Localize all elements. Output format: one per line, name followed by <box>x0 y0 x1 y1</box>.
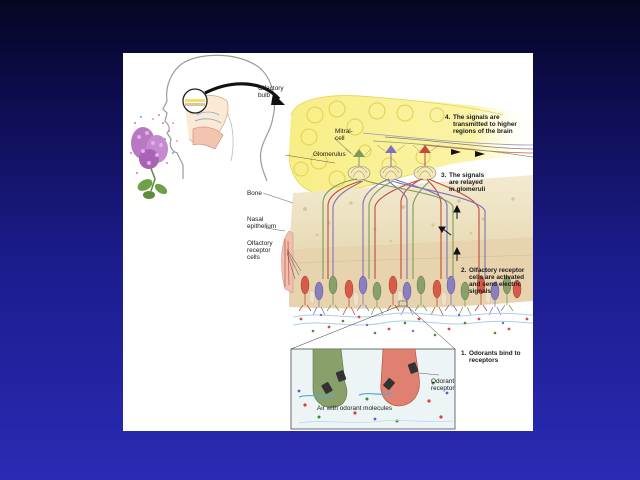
bone-layer <box>289 175 533 249</box>
mitral-cells <box>344 144 440 167</box>
label-nasal-epithelium: Nasal epithelium <box>247 216 276 230</box>
label-odorant-receptor: Odorant receptor <box>431 378 456 392</box>
axon-bundles <box>322 178 486 279</box>
label-air-with-odorant-molecules: Air with odorant molecules <box>317 405 392 412</box>
step-3-text: 3. The signals are relayed in glomeruli <box>441 172 486 193</box>
label-olfactory-bulb: Olfactory bulb <box>258 85 285 99</box>
nasal-side-tissue <box>281 230 294 294</box>
flower-scent-dots <box>130 114 178 174</box>
air-layer <box>292 312 533 337</box>
glomeruli <box>347 165 437 181</box>
bone-pores <box>303 197 515 243</box>
label-bone: Bone <box>247 190 262 197</box>
zoom-lines <box>290 300 456 350</box>
step-2-text: 2. Olfactory receptor cells are activate… <box>461 267 526 295</box>
odorant-receptor-protein <box>321 362 419 394</box>
label-mitral-cell: Mitral- cell <box>335 128 355 142</box>
arrow-head <box>271 93 285 105</box>
step-4-text: 4. The signals are transmitted to higher… <box>445 114 519 135</box>
label-olfactory-receptor-cells: Olfactory receptor cells <box>247 240 274 261</box>
head-profile <box>162 54 276 182</box>
odorant-binding-box <box>290 348 456 430</box>
diagram-panel: Olfactory bulb Mitral- cell Glomerulus B… <box>123 53 533 431</box>
step-1-text: 1. Odorants bind to receptors <box>461 350 522 364</box>
label-glomerulus: Glomerulus <box>313 151 346 158</box>
olfaction-diagram: Olfactory bulb Mitral- cell Glomerulus B… <box>130 54 533 430</box>
lilac-flower <box>131 127 168 199</box>
leader-lines <box>262 137 440 376</box>
step-arrows <box>438 204 461 261</box>
nerve-fibers <box>362 132 533 158</box>
signal-arrows <box>451 149 485 157</box>
